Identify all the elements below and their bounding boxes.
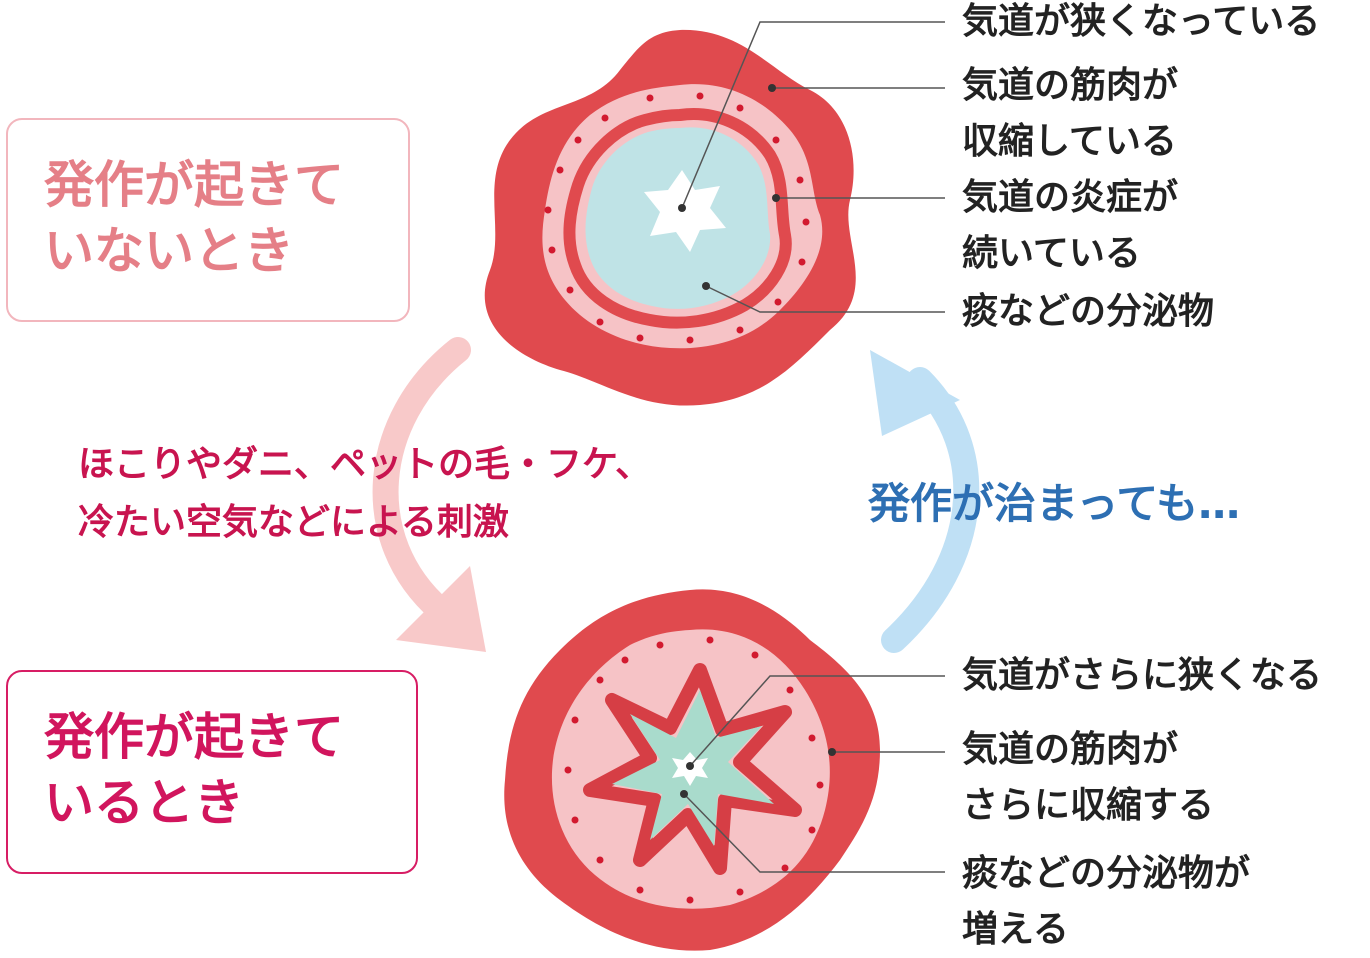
- state-box-attack: 発作が起きて いるとき: [6, 670, 418, 874]
- recovery-arrowhead: [870, 350, 960, 436]
- airway-normal: [484, 29, 856, 406]
- airway-attack-muscle: [583, 663, 802, 875]
- trigger-arrow: [372, 337, 471, 623]
- state-label-attack: 発作が起きて いるとき: [44, 708, 344, 832]
- airway-normal-muscle: [563, 108, 792, 329]
- callout-top-inflammation: 気道の炎症が 続いている: [962, 177, 1179, 274]
- trigger-arrowhead: [396, 566, 486, 652]
- callout-top-narrowed: 気道が狭くなっている: [962, 1, 1321, 42]
- leader-dots-top: [678, 84, 780, 290]
- leader-lines-top: [681, 21, 945, 313]
- airway-attack-dots: [564, 636, 824, 904]
- callout-bottom-muscle: 気道の筋肉が さらに収縮する: [962, 729, 1215, 826]
- callout-top-secretion: 痰などの分泌物: [962, 291, 1215, 332]
- trigger-text: ほこりやダニ、ペットの毛・フケ、 冷たい空気などによる刺激: [78, 444, 652, 543]
- airway-normal-lumen: [644, 170, 726, 252]
- leader-dots-bottom: [680, 748, 836, 798]
- recovery-arrow: [881, 367, 980, 653]
- airway-normal-dots: [544, 92, 810, 344]
- leader-lines-bottom: [683, 675, 945, 873]
- airway-attack: [504, 589, 880, 951]
- state-box-not-attack: 発作が起きて いないとき: [6, 118, 410, 322]
- state-label-not-attack: 発作が起きて いないとき: [44, 156, 344, 280]
- recovery-text: 発作が治まっても…: [868, 479, 1241, 528]
- callout-bottom-narrowed: 気道がさらに狭くなる: [962, 655, 1323, 696]
- callout-top-muscle: 気道の筋肉が 収縮している: [962, 65, 1179, 162]
- callout-bottom-secretion: 痰などの分泌物が 増える: [962, 853, 1251, 950]
